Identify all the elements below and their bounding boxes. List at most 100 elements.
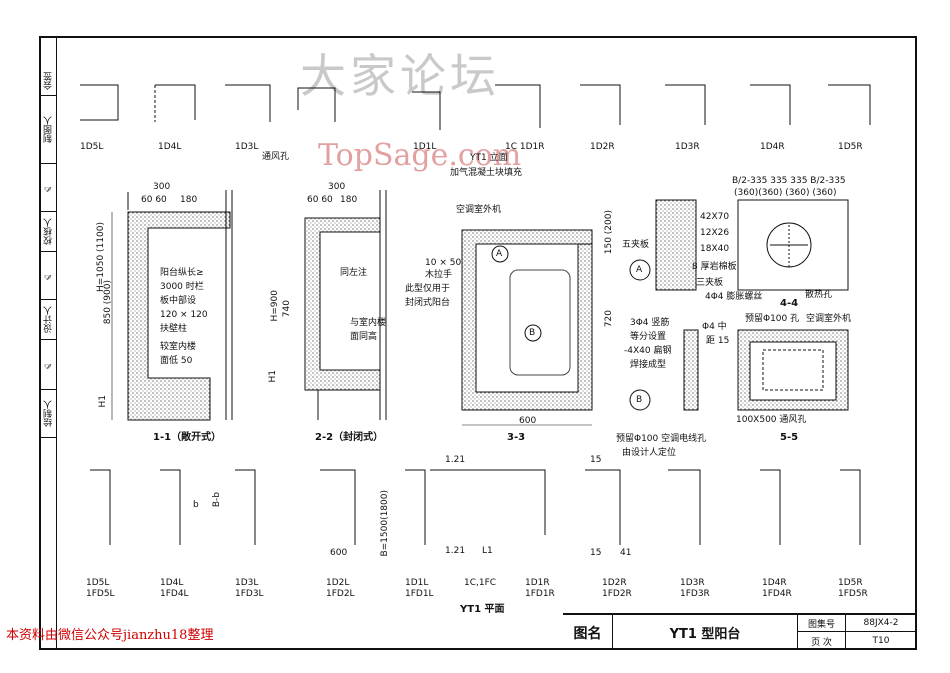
detail-a-item-7: 五夹板 [622,240,650,250]
s55-ac: 空调室外机 [806,314,852,324]
elev-label-1c-1d1r: 1C 1D1R [505,142,545,152]
s11-dim-h1: H1 [98,395,108,408]
s33-dim-600: 600 [519,416,537,426]
plan-label-1fd1r: 1FD1R [525,589,555,599]
elev-label-1d4r: 1D4R [760,142,785,152]
s22-dim-h1: H1 [268,370,278,383]
s22-dim-180: 180 [340,195,358,205]
plan-label-1d2r: 1D2R [602,578,627,588]
elev-label-1d4l: 1D4L [158,142,182,152]
plan-label-1d2l: 1D2L [326,578,350,588]
plan-b-dim: B=1500(1800) [380,490,390,557]
detail-a-item-2: 12X26 [700,228,730,238]
s44-vent-label: 散热孔 [805,290,833,300]
detail-a-item-1: 42X70 [700,212,730,222]
s33-note-c: 此型仅用于 [405,284,451,294]
side-cell-sig3: ✍ [39,340,57,390]
s33-note-b: 木拉手 [425,270,453,280]
plan-dim-600: 600 [330,548,348,558]
side-cell-huizhi: 绘制人 [39,390,57,438]
source-note: 本资料由微信公众号jianzhu18整理 [6,628,214,643]
s22-dim-h: H=900 [270,290,280,322]
elev-label-1d1l: 1D1L [413,142,437,152]
plan-label-1fd5r: 1FD5R [838,589,868,599]
s33-ac-label: 空调室外机 [456,205,502,215]
s11-note-7: 面低 50 [160,356,193,366]
section-3-3 [461,229,593,426]
s33-note-a: 10 × 50 [425,258,462,268]
plan-label-1fd2r: 1FD2R [602,589,632,599]
elev-label-1d5r: 1D5R [838,142,863,152]
section-4-4 [737,199,849,291]
page-no-label: 页 次 [798,632,846,650]
plan-label-1d4l: 1D4L [160,578,184,588]
plan-label-1fd2l: 1FD2L [326,589,355,599]
s33-dim-150: 150 (200) [604,210,614,255]
s22-title: 2-2（封闭式） [315,432,384,443]
s44-title: 4-4 [780,298,799,309]
detail-a-item-6: 4Φ4 膨胀螺丝 [705,292,763,302]
title-label: 图名 [563,615,613,650]
s11-note-5: 扶壁柱 [160,324,188,334]
plan-label-1d1l: 1D1L [405,578,429,588]
elev-label-1d3l: 1D3L [235,142,259,152]
s33-circle-b: B [529,328,536,338]
detail-b-circle: B [636,395,643,405]
plan-row [90,469,861,545]
s33-dim-720: 720 [604,310,614,328]
atlas-no-label: 图集号 [798,615,846,632]
s11-dim-180: 180 [180,195,198,205]
s11-note-2: 3000 时栏 [160,282,204,292]
detail-a-item-4: 8 厚岩棉板 [692,262,737,272]
plan-label-1fd3r: 1FD3R [680,589,710,599]
s22-note-3: 面同高 [350,332,378,342]
s55-title: 5-5 [780,432,799,443]
vent-hole-label: 通风孔 [262,152,290,162]
plan-dim-41: 41 [620,548,632,558]
plan-label-1c: 1C,1FC [464,578,497,588]
plan-note-2: 由设计人定位 [622,448,677,458]
s11-note-1: 阳台纵长≥ [160,268,204,278]
detail-b [629,329,699,411]
s11-note-6: 较室内楼 [160,342,197,352]
s22-note-2: 与室内楼 [350,318,387,328]
side-cell-sig2: ✍ [39,252,57,300]
detail-b-item-6: 距 15 [706,336,730,346]
section-1-1 [111,190,233,421]
plan-dim-l1: L1 [482,546,493,556]
side-cell-zhituren: 制图人 [39,96,57,164]
s22-note-1: 同左注 [340,268,368,278]
s11-dim-850: 850 (900) [103,280,113,325]
page-no: T10 [872,636,890,646]
s33-circle-a: A [496,249,503,259]
plan-note-1: 预留Φ100 空调电线孔 [616,434,707,444]
plan-dim-15-bottom: 15 [590,548,602,558]
s22-dim-740: 740 [282,300,292,318]
plan-dim-121-bottom: 1.21 [445,546,466,556]
atlas-no: 88JX4-2 [846,615,916,632]
plan-b: b [193,500,199,510]
detail-a-item-5: 三夹板 [696,278,724,288]
yt1-elevation-title: YT1 立面 [470,153,508,163]
elev-label-1d2r: 1D2R [590,142,615,152]
s44-top-dims: B/2-335 335 335 B/2-335 [732,176,846,186]
plan-dim-15-top: 15 [590,455,602,465]
s55-vent: 100X500 通风孔 [736,415,807,425]
plan-label-1d3r: 1D3R [680,578,705,588]
side-cell-sig1: ✍ [39,164,57,212]
top-elevations [80,84,871,130]
plan-label-1d5r: 1D5R [838,578,863,588]
elev-label-1d5l: 1D5L [80,142,104,152]
plan-label-1d3l: 1D3L [235,578,259,588]
plan-title: YT1 平面 [460,604,505,615]
drawing-title: YT1 型阳台 [613,615,798,650]
detail-b-item-4: 焊接成型 [630,360,667,370]
side-cell-huiqian: 会签 [39,66,57,96]
s11-note-3: 板中部设 [160,296,197,306]
title-block: 图名 YT1 型阳台 图集号 88JX4-2 页 次 T10 [563,613,917,650]
s33-title: 3-3 [507,432,526,443]
plan-label-1d1r: 1D1R [525,578,550,588]
s22-dim-300: 300 [328,182,346,192]
section-5-5 [737,329,849,411]
